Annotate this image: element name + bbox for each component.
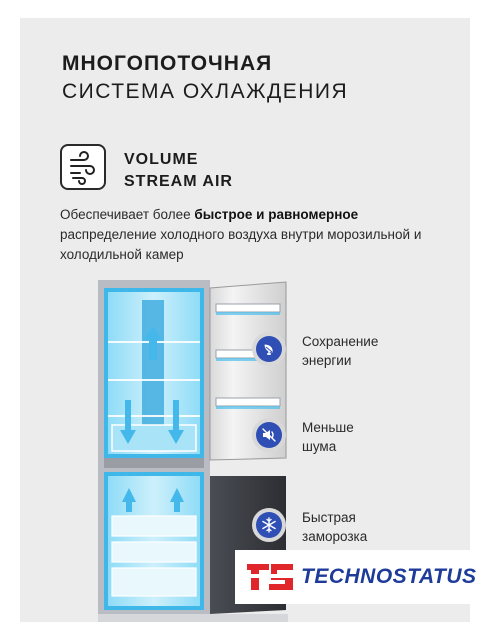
mute-speaker-icon [256, 422, 282, 448]
headline-line-1: МНОГОПОТОЧНАЯ [62, 52, 273, 75]
benefit-energy-line-1: Сохранение [302, 334, 379, 349]
eco-leaf-icon [256, 336, 282, 362]
feature-title-line-2: STREAM AIR [124, 173, 233, 190]
brand-name: TECHNOSTATUS [301, 565, 477, 588]
snowflake-icon [256, 512, 282, 538]
promo-card: МНОГОПОТОЧНАЯ СИСТЕМА ОХЛАЖДЕНИЯ VOLUME … [20, 18, 470, 622]
brand-mark-icon [245, 564, 293, 590]
benefit-energy-line-2: энергии [302, 353, 352, 368]
benefit-noise-line-1: Меньше [302, 420, 354, 435]
benefit-noise: Меньше шума [302, 418, 354, 456]
feature-title: VOLUME STREAM AIR [124, 149, 233, 193]
description: Обеспечивает более быстрое и равномерное… [60, 205, 440, 265]
benefit-freeze-line-1: Быстрая [302, 510, 356, 525]
benefit-freeze: Быстрая заморозка [302, 508, 367, 546]
benefit-freeze-line-2: заморозка [302, 529, 368, 544]
fridge-illustration [98, 280, 288, 622]
benefit-noise-line-2: шума [302, 439, 337, 454]
brand-logo: TECHNOSTATUS [235, 550, 476, 604]
headline-line-2: СИСТЕМА ОХЛАЖДЕНИЯ [62, 80, 349, 103]
feature-title-line-1: VOLUME [124, 151, 199, 168]
description-text-1: Обеспечивает более [60, 207, 195, 222]
airflow-icon [60, 144, 106, 190]
benefit-energy: Сохранение энергии [302, 332, 378, 370]
description-bold: быстрое и равномерное [194, 207, 359, 222]
description-text-2: распределение холодного воздуха внутри м… [60, 227, 422, 262]
